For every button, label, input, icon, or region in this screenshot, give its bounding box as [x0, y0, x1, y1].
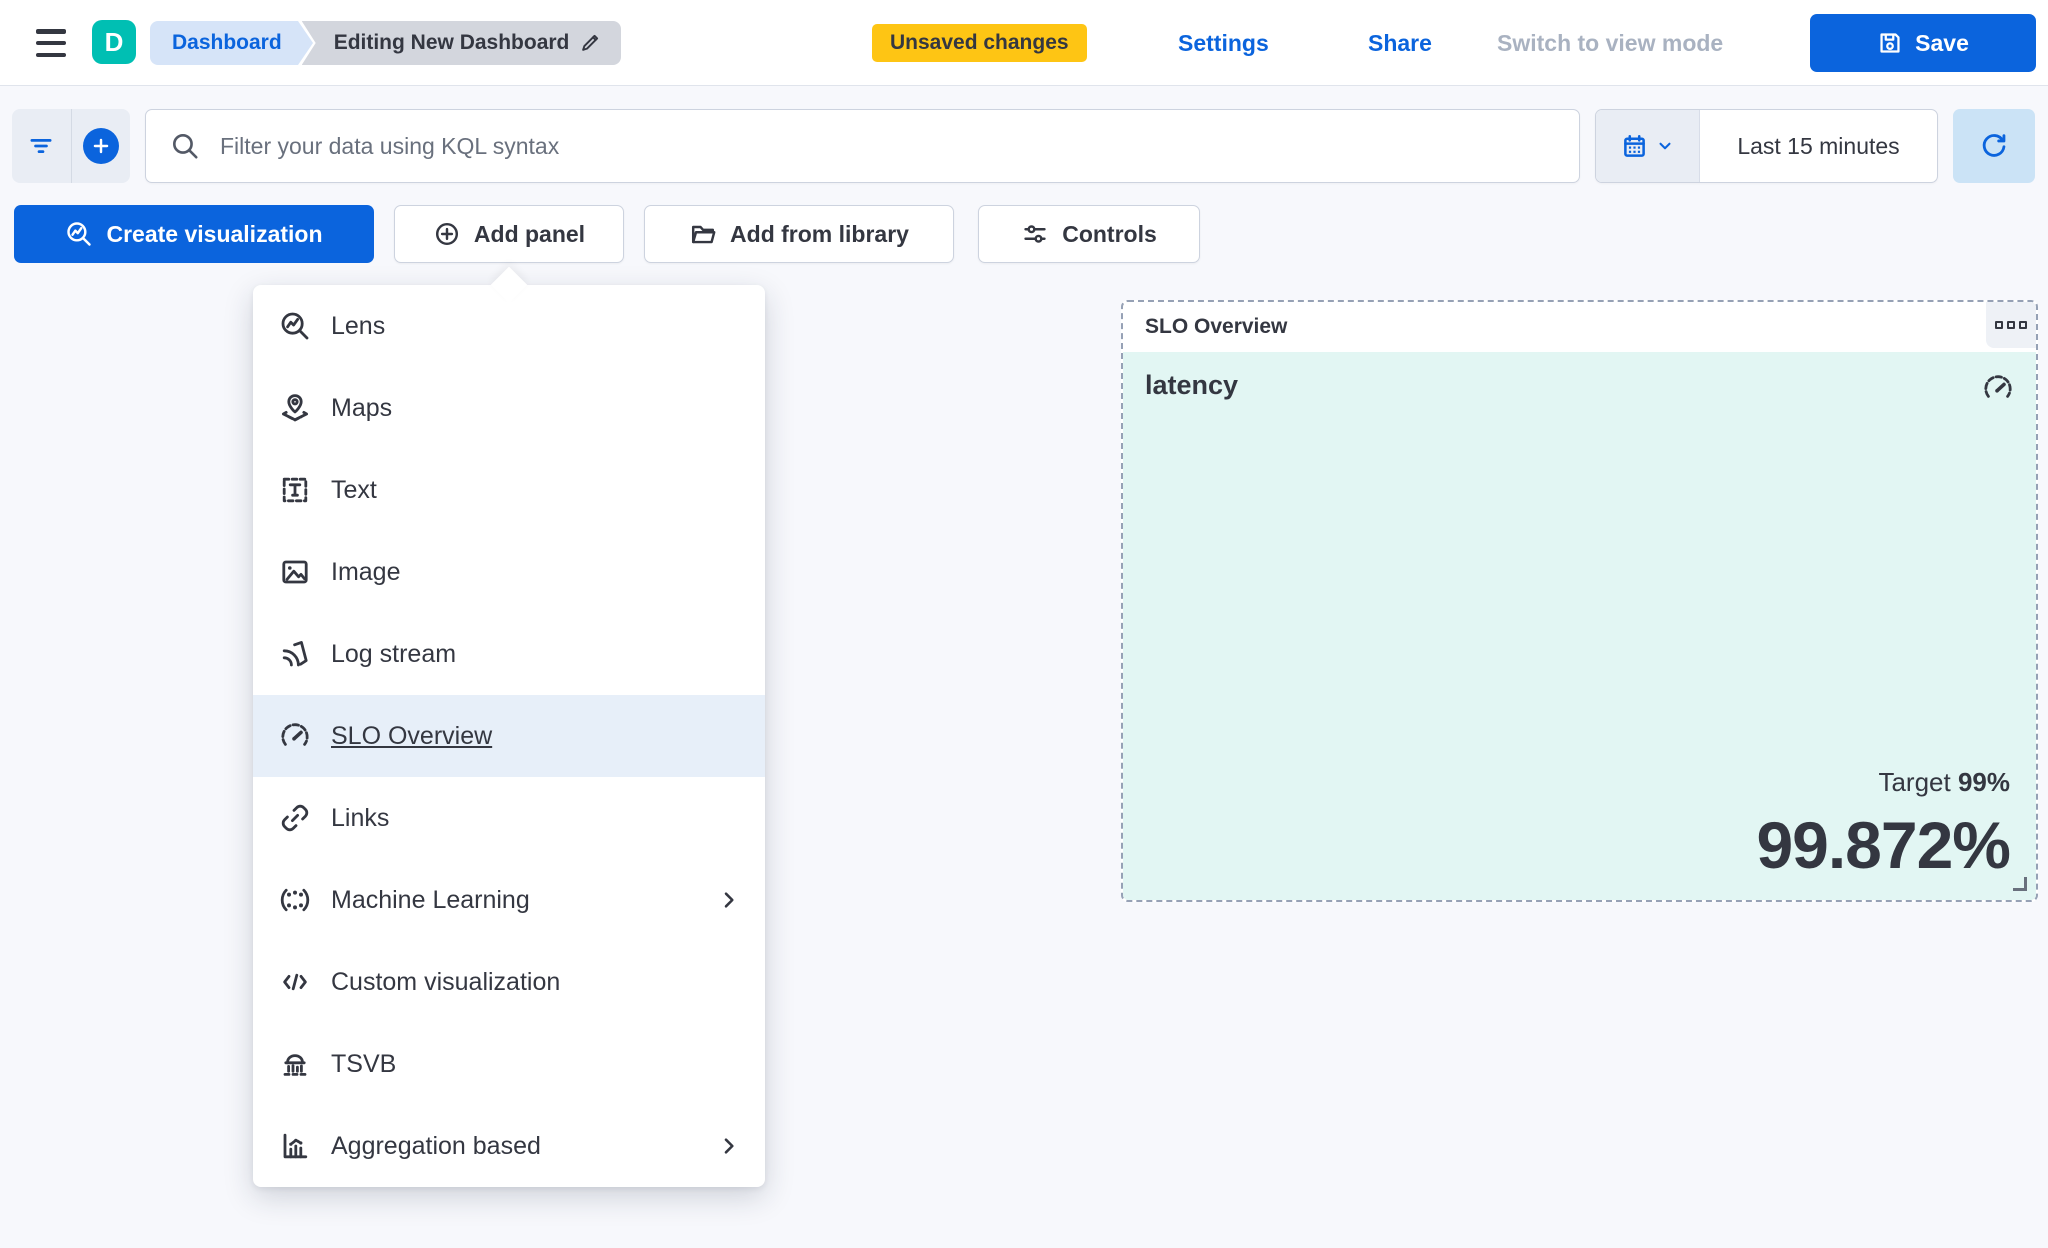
add-from-library-button[interactable]: Add from library [644, 205, 954, 263]
maps-icon [279, 392, 311, 424]
slo-target: Target 99% [1878, 767, 2010, 798]
chevron-down-icon [1656, 137, 1674, 155]
refresh-button[interactable] [1953, 109, 2035, 183]
time-picker-calendar-button[interactable] [1596, 110, 1700, 182]
calendar-icon [1621, 133, 1648, 160]
filter-list-button[interactable] [12, 109, 71, 183]
add-filter-button[interactable] [70, 109, 131, 183]
menu-item-log-stream[interactable]: Log stream [253, 613, 765, 695]
chevron-right-icon [717, 1134, 741, 1158]
refresh-icon [1979, 131, 2009, 161]
share-link[interactable]: Share [1368, 29, 1432, 56]
tsvb-icon [279, 1048, 311, 1080]
add-from-library-label: Add from library [730, 220, 909, 247]
switch-to-view-mode-link[interactable]: Switch to view mode [1497, 29, 1724, 56]
text-icon [279, 474, 311, 506]
menu-item-tsvb[interactable]: TSVB [253, 1023, 765, 1105]
controls-button[interactable]: Controls [978, 205, 1200, 263]
controls-label: Controls [1062, 220, 1157, 247]
create-visualization-button[interactable]: Create visualization [14, 205, 374, 263]
time-picker: Last 15 minutes [1595, 109, 1938, 183]
lens-icon [279, 310, 311, 342]
search-icon [170, 131, 200, 161]
menu-item-maps[interactable]: Maps [253, 367, 765, 449]
create-visualization-label: Create visualization [106, 220, 323, 247]
link-icon [279, 802, 311, 834]
deployment-logo[interactable]: D [92, 20, 136, 64]
folder-icon [689, 220, 717, 248]
panel-resize-handle[interactable] [2013, 877, 2027, 891]
breadcrumb-dashboard[interactable]: Dashboard [150, 21, 313, 65]
plus-circle-icon [82, 128, 119, 164]
breadcrumb-dashboard-label: Dashboard [172, 31, 282, 54]
sliders-icon [1021, 220, 1049, 248]
filter-controls-group [12, 109, 130, 183]
menu-item-text[interactable]: Text [253, 449, 765, 531]
save-button-label: Save [1915, 29, 1969, 56]
unsaved-changes-badge: Unsaved changes [872, 24, 1087, 62]
image-icon [279, 556, 311, 588]
slo-panel-title: SLO Overview [1145, 315, 1288, 338]
breadcrumb-current[interactable]: Editing New Dashboard [301, 21, 622, 65]
save-button[interactable]: Save [1810, 14, 2036, 72]
kql-search-input[interactable] [220, 132, 1555, 160]
menu-item-links[interactable]: Links [253, 777, 765, 859]
machine-learning-icon [279, 884, 311, 916]
slo-target-value: 99% [1957, 767, 2010, 797]
top-header: D Dashboard Editing New Dashboard Unsave… [0, 0, 2048, 86]
menu-item-machine-learning[interactable]: Machine Learning [253, 859, 765, 941]
breadcrumb-current-label: Editing New Dashboard [333, 31, 570, 54]
pencil-icon [579, 32, 601, 54]
slo-observed-value: 99.872% [1756, 808, 2011, 882]
slo-panel-header: SLO Overview [1123, 302, 2036, 352]
aggregation-icon [279, 1130, 311, 1162]
filter-icon [27, 132, 55, 160]
chevron-right-icon [717, 888, 741, 912]
plus-in-circle-icon [433, 220, 461, 248]
gauge-icon [279, 720, 311, 752]
menu-item-custom-visualization[interactable]: Custom visualization [253, 941, 765, 1023]
code-icon [279, 966, 311, 998]
time-range-label[interactable]: Last 15 minutes [1737, 132, 1900, 159]
slo-panel-body: latency Target 99% 99.872% [1123, 352, 2036, 900]
menu-item-lens[interactable]: Lens [253, 285, 765, 367]
settings-link[interactable]: Settings [1178, 29, 1269, 56]
menu-item-slo-overview[interactable]: SLO Overview [253, 695, 765, 777]
log-stream-icon [279, 638, 311, 670]
add-panel-button[interactable]: Add panel [394, 205, 624, 263]
boxes-horizontal-icon [1995, 321, 2003, 329]
save-icon [1877, 30, 1903, 56]
add-panel-menu: Lens Maps Text Image Log stream SLO Over… [253, 285, 765, 1187]
add-panel-label: Add panel [473, 220, 586, 247]
slo-overview-panel[interactable]: SLO Overview latency Target 99% 99.872% [1121, 300, 2038, 902]
slo-target-label: Target [1878, 767, 1951, 797]
gauge-icon [1982, 372, 2014, 404]
menu-hamburger-icon[interactable] [36, 29, 66, 57]
breadcrumb: Dashboard Editing New Dashboard [150, 21, 622, 65]
lens-icon [65, 220, 93, 248]
kql-search-bar[interactable] [145, 109, 1580, 183]
slo-name: latency [1145, 370, 1239, 400]
menu-item-aggregation-based[interactable]: Aggregation based [253, 1105, 765, 1187]
panel-options-button[interactable] [1986, 302, 2036, 348]
menu-item-image[interactable]: Image [253, 531, 765, 613]
